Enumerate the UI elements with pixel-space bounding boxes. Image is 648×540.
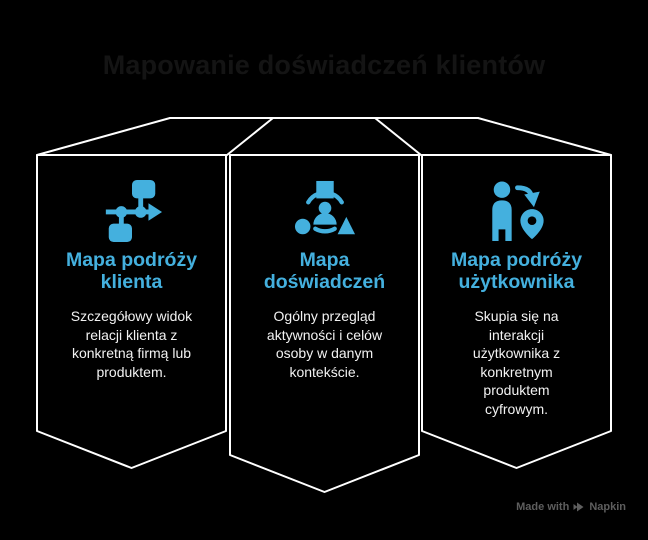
persona-context-icon (230, 180, 419, 242)
panel-experience-map: Mapa doświadczeń Ogólny przegląd aktywno… (230, 155, 419, 381)
page-title: Mapowanie doświadczeń klientów (102, 50, 546, 80)
napkin-chevron-icon (573, 501, 585, 513)
roof-left-edge (36, 117, 171, 156)
roof-right-edge (477, 117, 612, 156)
roof-divider-left (226, 117, 274, 156)
panel-description: Skupia się na interakcji użytkownika z k… (472, 308, 561, 417)
panel-2-outline (229, 154, 420, 493)
watermark-prefix: Made with (516, 501, 570, 513)
panel-description: Ogólny przegląd aktywności i celów osoby… (266, 308, 383, 380)
panel-title: Mapa podróży klienta (65, 249, 198, 293)
panel-user-journey-map: Mapa podróży użytkownika Skupia się na i… (422, 155, 611, 418)
panel-title: Mapa doświadczeń (263, 249, 386, 293)
panel-customer-journey-map: Mapa podróży klienta Szczegółowy widok r… (37, 155, 226, 381)
user-location-icon (422, 180, 611, 242)
sitemap-flow-icon (37, 180, 226, 242)
watermark-brand: Napkin (589, 501, 626, 513)
panel-1-outline (36, 154, 227, 469)
made-with-napkin-link[interactable]: Made with Napkin (516, 501, 626, 513)
panel-3-outline (421, 154, 612, 469)
roof-divider-right (374, 117, 422, 156)
panel-description: Szczegółowy widok relacji klienta z konk… (70, 308, 193, 380)
panel-title: Mapa podróży użytkownika (450, 249, 583, 293)
